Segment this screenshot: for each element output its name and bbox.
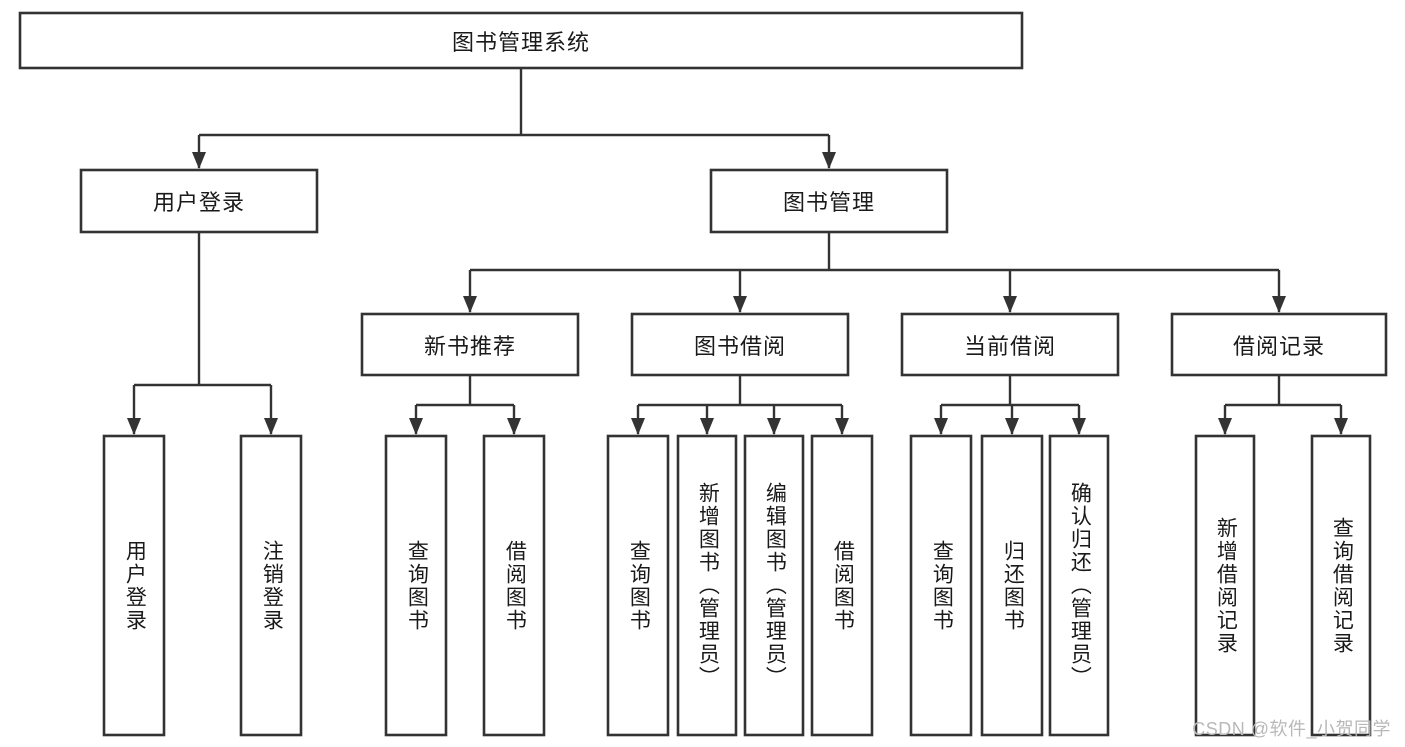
arrow-head-icon bbox=[631, 418, 645, 435]
node-box-leaf-query-book-3[interactable] bbox=[909, 434, 973, 737]
node-box-book-manage[interactable] bbox=[709, 168, 949, 234]
arrow-head-icon bbox=[463, 296, 477, 313]
arrow-head-icon bbox=[822, 152, 836, 169]
arrow-head-icon bbox=[733, 296, 747, 313]
arrow-head-icon bbox=[264, 418, 278, 435]
arrow-head-icon bbox=[507, 418, 521, 435]
node-box-leaf-borrow-book-1[interactable] bbox=[482, 434, 546, 737]
arrow-head-icon bbox=[127, 418, 141, 435]
node-box-leaf-borrow-book-2[interactable] bbox=[810, 434, 874, 737]
node-box-leaf-logout[interactable] bbox=[239, 434, 303, 737]
node-box-leaf-edit-book[interactable] bbox=[743, 434, 805, 737]
node-box-user-login[interactable] bbox=[79, 168, 319, 234]
node-box-leaf-return-book[interactable] bbox=[980, 434, 1044, 737]
node-box-leaf-query-book-2[interactable] bbox=[606, 434, 670, 737]
arrow-head-icon bbox=[934, 418, 948, 435]
node-box-leaf-add-book[interactable] bbox=[676, 434, 738, 737]
arrow-head-icon bbox=[1334, 418, 1348, 435]
arrow-head-icon bbox=[1218, 418, 1232, 435]
arrow-head-icon bbox=[409, 418, 423, 435]
node-box-leaf-user-login[interactable] bbox=[102, 434, 166, 737]
arrow-head-icon bbox=[1003, 296, 1017, 313]
node-box-book-borrow[interactable] bbox=[630, 312, 850, 377]
node-box-leaf-query-book-1[interactable] bbox=[384, 434, 448, 737]
node-box-leaf-add-record[interactable] bbox=[1194, 434, 1256, 737]
node-box-leaf-query-record[interactable] bbox=[1310, 434, 1372, 737]
arrow-head-icon bbox=[835, 418, 849, 435]
connector-layer bbox=[127, 68, 1348, 435]
arrow-head-icon bbox=[192, 152, 206, 169]
node-box-leaf-confirm-return[interactable] bbox=[1048, 434, 1110, 737]
arrow-head-icon bbox=[767, 418, 781, 435]
node-box-root[interactable] bbox=[18, 11, 1024, 70]
watermark-text: CSDN @软件_小贺同学 bbox=[1192, 719, 1391, 739]
arrow-head-icon bbox=[700, 418, 714, 435]
node-box-borrow-record[interactable] bbox=[1170, 312, 1388, 377]
node-box-current-borrow[interactable] bbox=[900, 312, 1120, 377]
arrow-head-icon bbox=[1272, 296, 1286, 313]
arrow-head-icon bbox=[1072, 418, 1086, 435]
node-box-new-book-recommend[interactable] bbox=[360, 312, 580, 377]
node-box-layer bbox=[18, 11, 1388, 737]
arrow-head-icon bbox=[1005, 418, 1019, 435]
